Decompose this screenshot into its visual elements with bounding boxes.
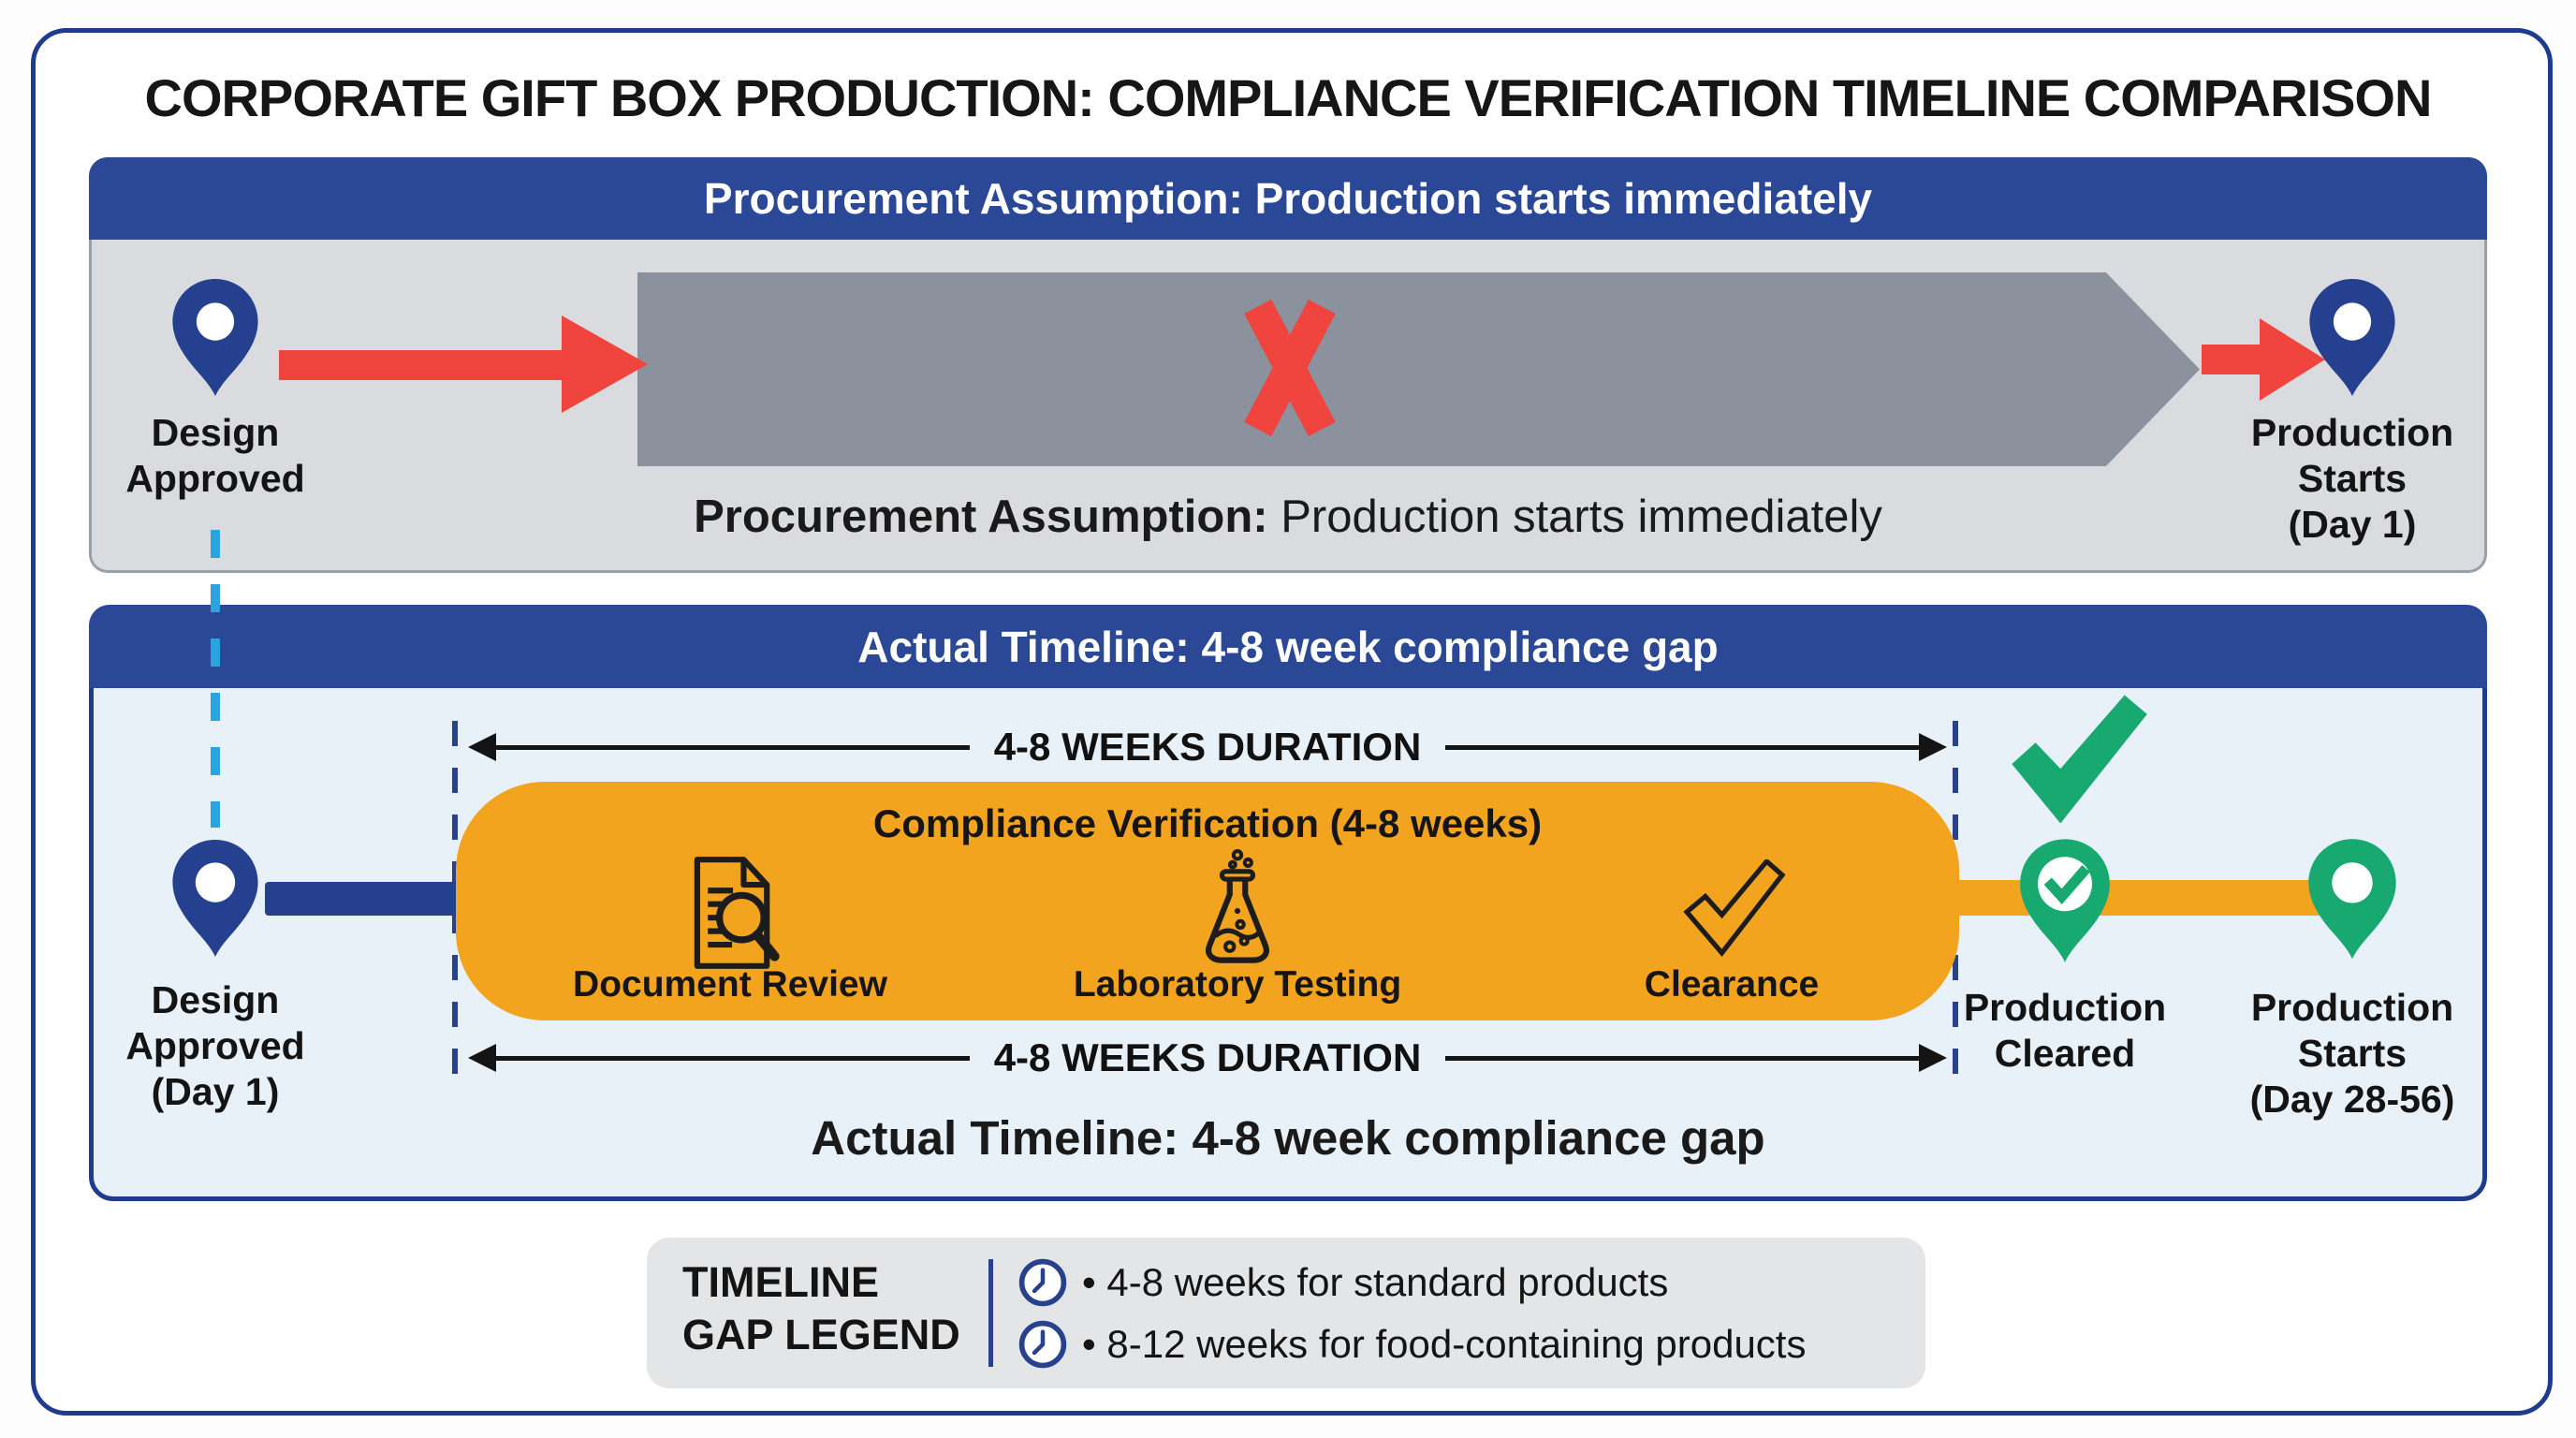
duration-top-label: 4-8 WEEKS DURATION xyxy=(993,725,1422,769)
document-review-label: Document Review xyxy=(573,964,887,1005)
legend-item-standard: • 4-8 weeks for standard products xyxy=(1017,1255,1668,1311)
duration-measure-bottom: 4-8 WEEKS DURATION xyxy=(468,1035,1947,1079)
design-approved-trace-dashed-line xyxy=(211,530,220,828)
clock-icon xyxy=(1017,1256,1069,1309)
production-cleared-label: Production Cleared xyxy=(1963,986,2167,1075)
legend-divider xyxy=(988,1259,993,1367)
legend-title: TIMELINE GAP LEGEND xyxy=(682,1258,960,1358)
arrow-left-icon xyxy=(468,733,496,761)
arrow-left-icon xyxy=(468,1044,496,1072)
clock-icon xyxy=(1017,1318,1069,1371)
design-approved-pin-icon xyxy=(166,275,265,416)
assumption-end-label: Production Starts (Day 1) xyxy=(2250,411,2454,546)
document-review-icon xyxy=(676,854,784,972)
assumption-header-label: Procurement Assumption: Production start… xyxy=(703,174,1873,223)
clearance-check-icon xyxy=(1678,859,1789,957)
legend-item-standard-text: • 4-8 weeks for standard products xyxy=(1082,1260,1669,1304)
assumption-panel-header: Procurement Assumption: Production start… xyxy=(89,157,2487,240)
actual-header-label: Actual Timeline: 4-8 week compliance gap xyxy=(857,622,1719,671)
duration-measure-top: 4-8 WEEKS DURATION xyxy=(468,725,1947,769)
timeline-gap-legend xyxy=(647,1238,1925,1388)
compliance-pill-title: Compliance Verification (4-8 weeks) xyxy=(872,801,1543,845)
rejected-x-icon xyxy=(1217,295,1363,441)
clearance-label: Clearance xyxy=(1644,964,1820,1005)
legend-item-food: • 8-12 weeks for food-containing product… xyxy=(1017,1316,1806,1372)
page-title: CORPORATE GIFT BOX PRODUCTION: COMPLIANC… xyxy=(144,68,2433,127)
legend-item-food-text: • 8-12 weeks for food-containing product… xyxy=(1082,1322,1807,1366)
cleared-connector-line xyxy=(1947,880,2354,916)
assumption-start-label: Design Approved xyxy=(125,411,305,500)
actual-panel-header: Actual Timeline: 4-8 week compliance gap xyxy=(89,605,2487,688)
arrow-right-icon xyxy=(1919,733,1947,761)
assumption-caption: Procurement Assumption: Production start… xyxy=(694,492,1882,542)
duration-bottom-label: 4-8 WEEKS DURATION xyxy=(993,1035,1422,1079)
arrow-right-icon xyxy=(1919,1044,1947,1072)
production-starts-pin-icon xyxy=(2300,836,2405,978)
assumption-arrow-left xyxy=(279,350,565,380)
production-starts-day1-pin-icon xyxy=(2303,275,2402,416)
production-cleared-pin-icon xyxy=(2011,836,2119,982)
actual-end-label: Production Starts (Day 28-56) xyxy=(2249,986,2455,1121)
assumption-arrow-left-head xyxy=(562,315,648,413)
laboratory-testing-label: Laboratory Testing xyxy=(1073,964,1402,1005)
laboratory-testing-icon xyxy=(1189,847,1286,973)
actual-caption: Actual Timeline: 4-8 week compliance gap xyxy=(811,1111,1765,1165)
assumption-arrow-right xyxy=(2202,345,2263,374)
actual-start-label: Design Approved (Day 1) xyxy=(125,978,305,1113)
start-connector-line xyxy=(265,882,471,916)
actual-start-pin-icon xyxy=(166,836,265,976)
success-check-icon xyxy=(1997,693,2158,826)
assumption-timeline-bar xyxy=(637,272,2200,466)
